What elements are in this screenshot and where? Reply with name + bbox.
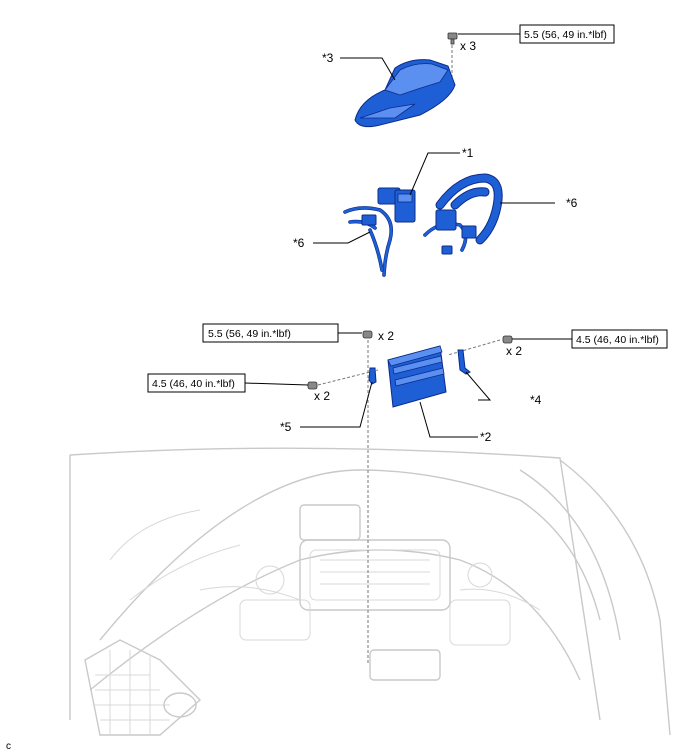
torque-value-left: 4.5 (46, 40 in.*lbf) <box>152 378 235 390</box>
torque-box-top: 5.5 (56, 49 in.*lbf) <box>519 24 615 44</box>
torque-box-mid: 5.5 (56, 49 in.*lbf) <box>202 323 339 343</box>
torque-box-left: 4.5 (46, 40 in.*lbf) <box>147 373 246 393</box>
torque-box-right: 4.5 (46, 40 in.*lbf) <box>571 329 668 349</box>
callout-1: *1 <box>462 146 474 160</box>
callout-2: *2 <box>480 430 492 444</box>
wire-harness-left <box>343 187 416 277</box>
torque-value-mid: 5.5 (56, 49 in.*lbf) <box>208 328 291 340</box>
bolt-group-mid <box>362 330 373 665</box>
callout-5: *5 <box>280 420 292 434</box>
relay-block-cover <box>354 59 456 128</box>
leader-lines <box>244 33 572 438</box>
bracket-left <box>368 367 377 385</box>
vehicle-engine-bay <box>69 447 671 736</box>
control-unit <box>387 345 447 408</box>
callout-6-left: *6 <box>293 236 305 250</box>
quantity-mid: x 2 <box>378 329 394 343</box>
torque-value-right: 4.5 (46, 40 in.*lbf) <box>576 334 659 346</box>
quantity-right: x 2 <box>506 344 522 358</box>
callout-4: *4 <box>530 393 542 407</box>
bolt-group-top <box>447 32 458 90</box>
quantity-top: x 3 <box>460 39 476 53</box>
bolt-group-left <box>307 369 379 390</box>
bracket-right <box>457 349 471 375</box>
wire-harness-right <box>423 173 503 255</box>
illustration-code: c <box>6 741 11 752</box>
torque-value-top: 5.5 (56, 49 in.*lbf) <box>524 29 607 41</box>
quantity-left: x 2 <box>314 389 330 403</box>
callout-3: *3 <box>322 51 334 65</box>
bolt-group-right <box>447 335 513 356</box>
callout-6-right: *6 <box>566 196 578 210</box>
